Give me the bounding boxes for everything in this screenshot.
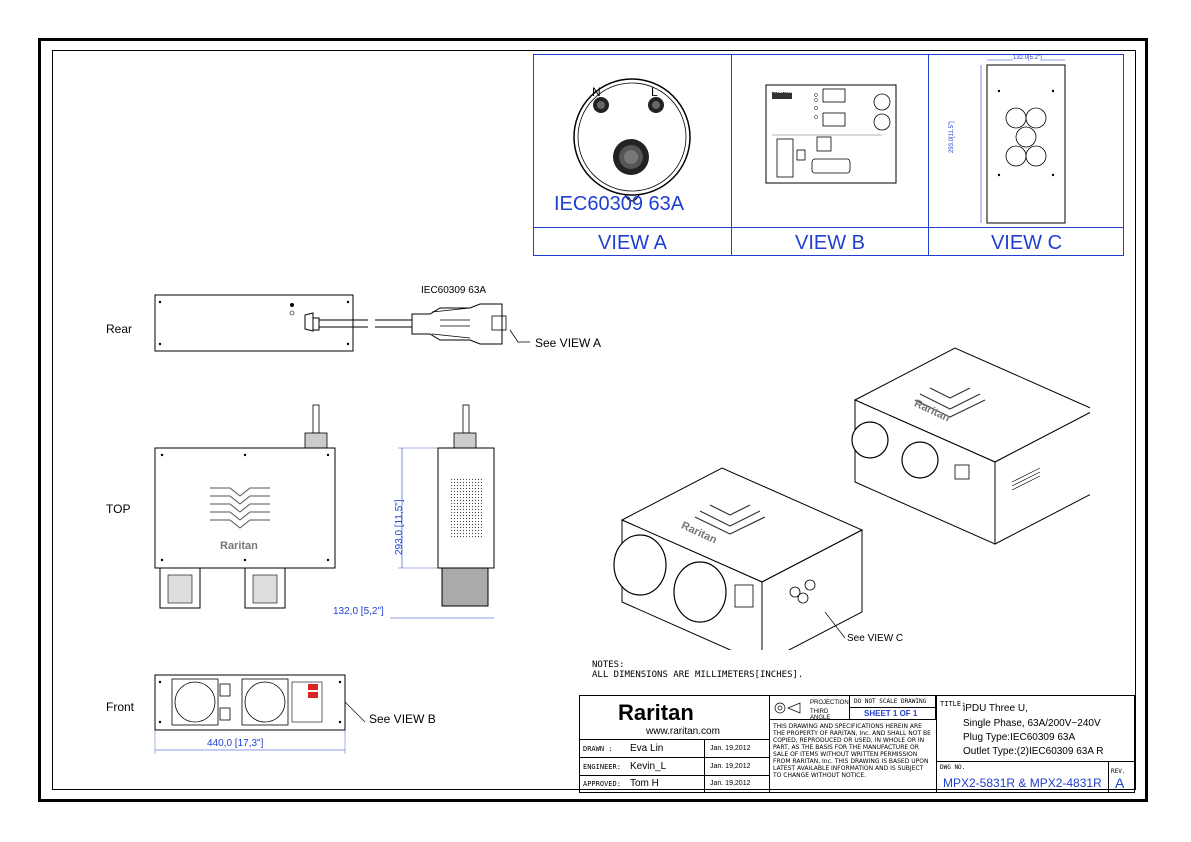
approved-date: Jan. 19,2012 bbox=[710, 780, 751, 787]
front-width-dim: 440,0 [17,3"] bbox=[207, 738, 264, 749]
view-a-label: VIEW A bbox=[534, 227, 731, 258]
rear-label: Rear bbox=[106, 322, 133, 336]
detail-views-panel: N L IEC60309 63A VIEW A Raritan VIEW B bbox=[533, 54, 1124, 256]
pin-l-label: L bbox=[651, 85, 658, 99]
front-view-drawing bbox=[154, 674, 366, 754]
approved-name: Tom H bbox=[630, 778, 659, 789]
view-a-plug-title: IEC60309 63A bbox=[554, 193, 685, 215]
view-b-brand: Raritan bbox=[774, 89, 795, 95]
dwg-no-cell: DWG NO. MPX2-5831R & MPX2-4831R bbox=[937, 762, 1109, 792]
website: www.raritan.com bbox=[646, 726, 720, 737]
title-line-3: Plug Type:IEC60309 63A bbox=[963, 732, 1076, 743]
drawing-border-outer bbox=[38, 38, 1148, 802]
title-label: TITLE: bbox=[940, 700, 966, 708]
dwg-number: MPX2-5831R & MPX2-4831R bbox=[943, 776, 1102, 790]
sheet-cell: SHEET 1 OF 1 bbox=[850, 708, 936, 720]
title-divider bbox=[936, 696, 937, 792]
view-c-height-dim: 293.0[11.5"] bbox=[949, 121, 955, 153]
drawing-border-inner bbox=[52, 50, 1136, 790]
notes-line-1: ALL DIMENSIONS ARE MILLIMETERS[INCHES]. bbox=[592, 670, 804, 680]
raritan-logo: Raritan bbox=[618, 700, 694, 725]
approved-label: APPROVED: bbox=[583, 780, 621, 788]
isometric-drawing bbox=[613, 347, 1090, 650]
rev-label: REV. bbox=[1111, 768, 1126, 775]
projection-line-2: THIRD ANGLE bbox=[810, 709, 831, 721]
front-callout: See VIEW B bbox=[369, 712, 436, 726]
drawn-name: Eva Lin bbox=[630, 743, 664, 754]
iso-callout: See VIEW C bbox=[847, 633, 904, 644]
front-panel-drawing bbox=[765, 84, 897, 184]
engineer-date: Jan. 19,2012 bbox=[710, 763, 751, 770]
dwg-label: DWG NO. bbox=[940, 764, 966, 771]
projection-line-1: PROJECTION bbox=[810, 700, 849, 706]
notes-block: NOTES: ALL DIMENSIONS ARE MILLIMETERS[IN… bbox=[592, 660, 803, 680]
title-line-4: Outlet Type:(2)IEC60309 63A R bbox=[963, 746, 1104, 757]
view-c-label: VIEW C bbox=[929, 227, 1124, 258]
title-line-1: iPDU Three U, bbox=[963, 703, 1028, 714]
engineer-name: Kevin_L bbox=[630, 761, 667, 772]
projection-cell: PROJECTION THIRD ANGLE bbox=[770, 696, 850, 721]
engineer-row: ENGINEER: Kevin_L Jan. 19,2012 bbox=[580, 758, 770, 776]
view-b-label: VIEW B bbox=[732, 227, 928, 258]
title-line-2: Single Phase, 63A/200V~240V bbox=[963, 718, 1101, 729]
rev-cell: REV. A bbox=[1109, 762, 1134, 792]
view-a-cell: N L IEC60309 63A VIEW A bbox=[534, 55, 732, 255]
side-view-drawing bbox=[390, 404, 495, 619]
drawn-label: DRAWN : bbox=[583, 745, 613, 753]
view-b-cell: Raritan VIEW B bbox=[732, 55, 929, 255]
top-depth-dim: 132,0 [5,2"] bbox=[333, 606, 384, 617]
top-label: TOP bbox=[106, 502, 131, 516]
engineer-label: ENGINEER: bbox=[583, 763, 621, 771]
pin-n-label: N bbox=[592, 85, 601, 99]
sheet-number: SHEET 1 OF 1 bbox=[864, 709, 918, 718]
view-c-width-dim: 132.0[5.2"] bbox=[1013, 55, 1042, 61]
top-height-dim: 293,0 [11,5"] bbox=[394, 499, 405, 555]
third-angle-projection-icon bbox=[774, 702, 801, 714]
date-divider bbox=[704, 740, 705, 792]
do-not-scale: DO NOT SCALE DRAWING bbox=[854, 698, 927, 705]
disclaimer: THIS DRAWING AND SPECIFICATIONS HEREIN A… bbox=[773, 723, 931, 779]
top-view-drawing bbox=[154, 404, 336, 609]
rev-value: A bbox=[1115, 775, 1125, 791]
rear-plug-label: IEC60309 63A bbox=[421, 285, 487, 296]
front-label: Front bbox=[106, 700, 135, 714]
title-block: Raritan www.raritan.com DRAWN : Eva Lin … bbox=[579, 695, 1135, 793]
top-brand: Raritan bbox=[220, 540, 258, 552]
title-cell: TITLE: iPDU Three U, Single Phase, 63A/2… bbox=[937, 696, 1134, 762]
approved-row: APPROVED: Tom H Jan. 19,2012 bbox=[580, 776, 770, 792]
logo-cell: Raritan www.raritan.com bbox=[580, 696, 770, 740]
do-not-scale-cell: DO NOT SCALE DRAWING bbox=[850, 696, 936, 708]
drawn-row: DRAWN : Eva Lin Jan. 19,2012 bbox=[580, 740, 770, 758]
rear-callout: See VIEW A bbox=[535, 336, 602, 350]
plug-face-drawing bbox=[573, 78, 691, 202]
view-c-cell: 132.0[5.2"] 293.0[11.5"] VIEW C bbox=[929, 55, 1124, 255]
drawn-date: Jan. 19,2012 bbox=[710, 745, 751, 752]
rear-view-drawing bbox=[154, 294, 530, 352]
top-outlet-drawing bbox=[980, 59, 1066, 224]
notes-heading: NOTES: bbox=[592, 660, 625, 670]
